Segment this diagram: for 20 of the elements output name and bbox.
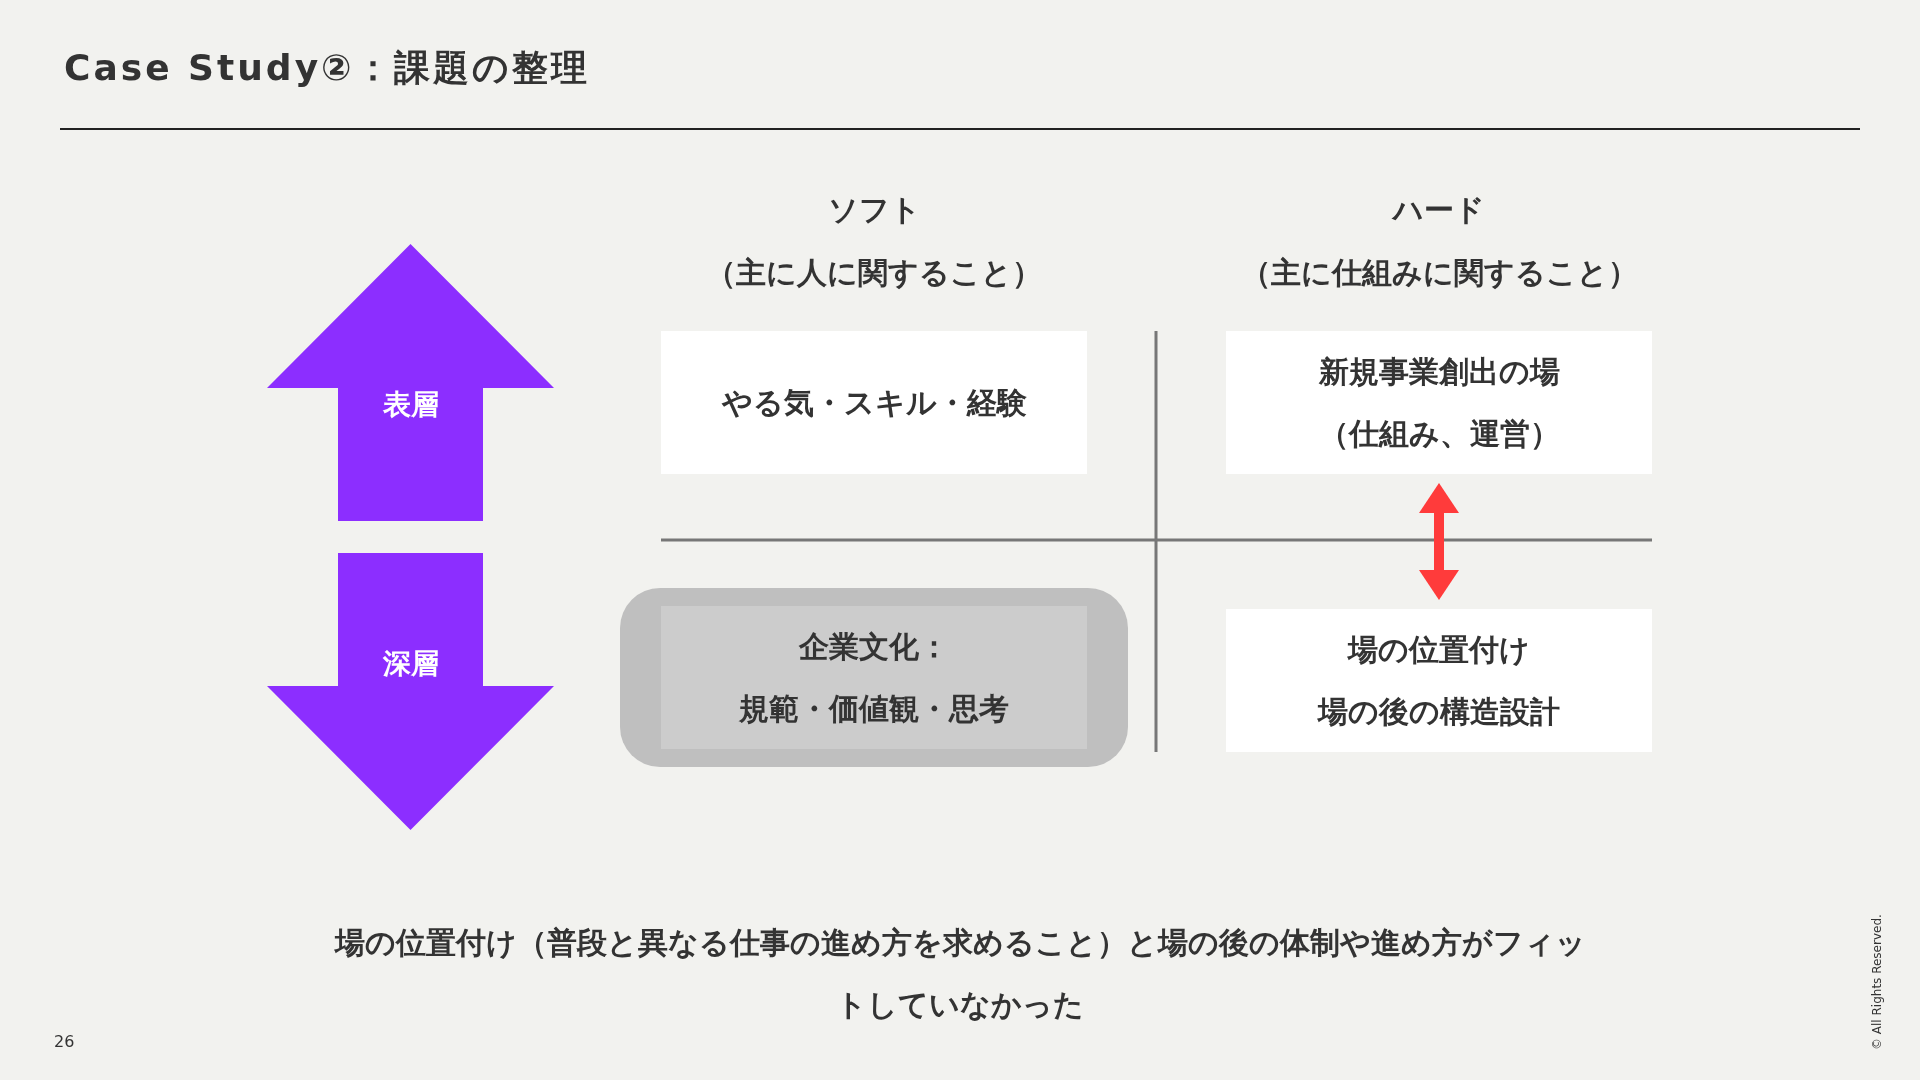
rounded-panel: [620, 588, 1128, 767]
page-number: 26: [54, 1032, 75, 1051]
box-text: 場の後の構造設計: [1318, 692, 1560, 731]
box-text: 企業文化：: [799, 627, 949, 666]
column-header: （主に人に関すること）: [706, 254, 1042, 292]
box-text: 規範・価値観・思考: [739, 689, 1009, 728]
column-header: ソフト: [827, 191, 921, 229]
arrow-label: 表層: [382, 387, 439, 423]
box-text: 場の位置付け: [1348, 630, 1530, 669]
box-text: 新規事業創出の場（仕組み、運営）: [1317, 352, 1561, 453]
down-arrow: [267, 553, 554, 830]
arrow-label: 深層: [382, 646, 439, 682]
column-header: （主に仕組みに関すること）: [1240, 254, 1638, 292]
caption-text: 場の位置付け（普段と異なる仕事の進め方を求めること）と場の後の体制や進め方がフィットしていなかった: [333, 924, 1587, 1024]
up-arrow: [267, 244, 554, 521]
double-arrow: [1419, 483, 1459, 600]
slide-title: Case Study②：課題の整理: [64, 46, 590, 90]
box-text: やる気・スキル・経験: [721, 383, 1027, 422]
copyright-note: © All Rights Reserved.: [1870, 914, 1884, 1050]
column-header: ハード: [1393, 191, 1485, 229]
